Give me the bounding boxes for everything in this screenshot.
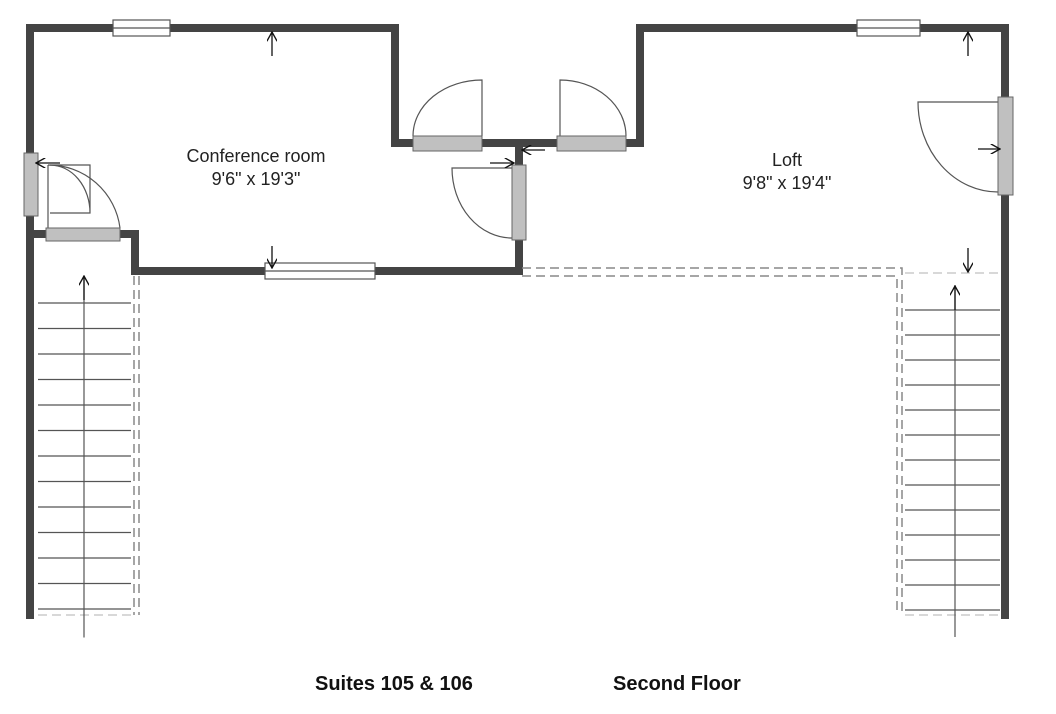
windows [112, 19, 921, 280]
room-label-conference: Conference room 9'6" x 19'3" [186, 145, 325, 191]
floor-label: Second Floor [613, 673, 741, 695]
railings [38, 267, 1000, 616]
staircase-left [38, 278, 131, 638]
room-dimensions: 9'8" x 19'4" [742, 173, 832, 193]
door-swings [47, 79, 999, 239]
staircase-right [905, 285, 1000, 637]
room-name: Conference room [186, 146, 326, 166]
room-dimensions: 9'6" x 19'3" [211, 169, 301, 189]
room-name: Loft [771, 150, 803, 170]
direction-arrows [36, 32, 1000, 310]
doors [23, 96, 1014, 242]
suite-label: Suites 105 & 106 [315, 673, 473, 695]
room-label-loft: Loft 9'8" x 19'4" [743, 149, 832, 195]
walls [26, 24, 1009, 619]
